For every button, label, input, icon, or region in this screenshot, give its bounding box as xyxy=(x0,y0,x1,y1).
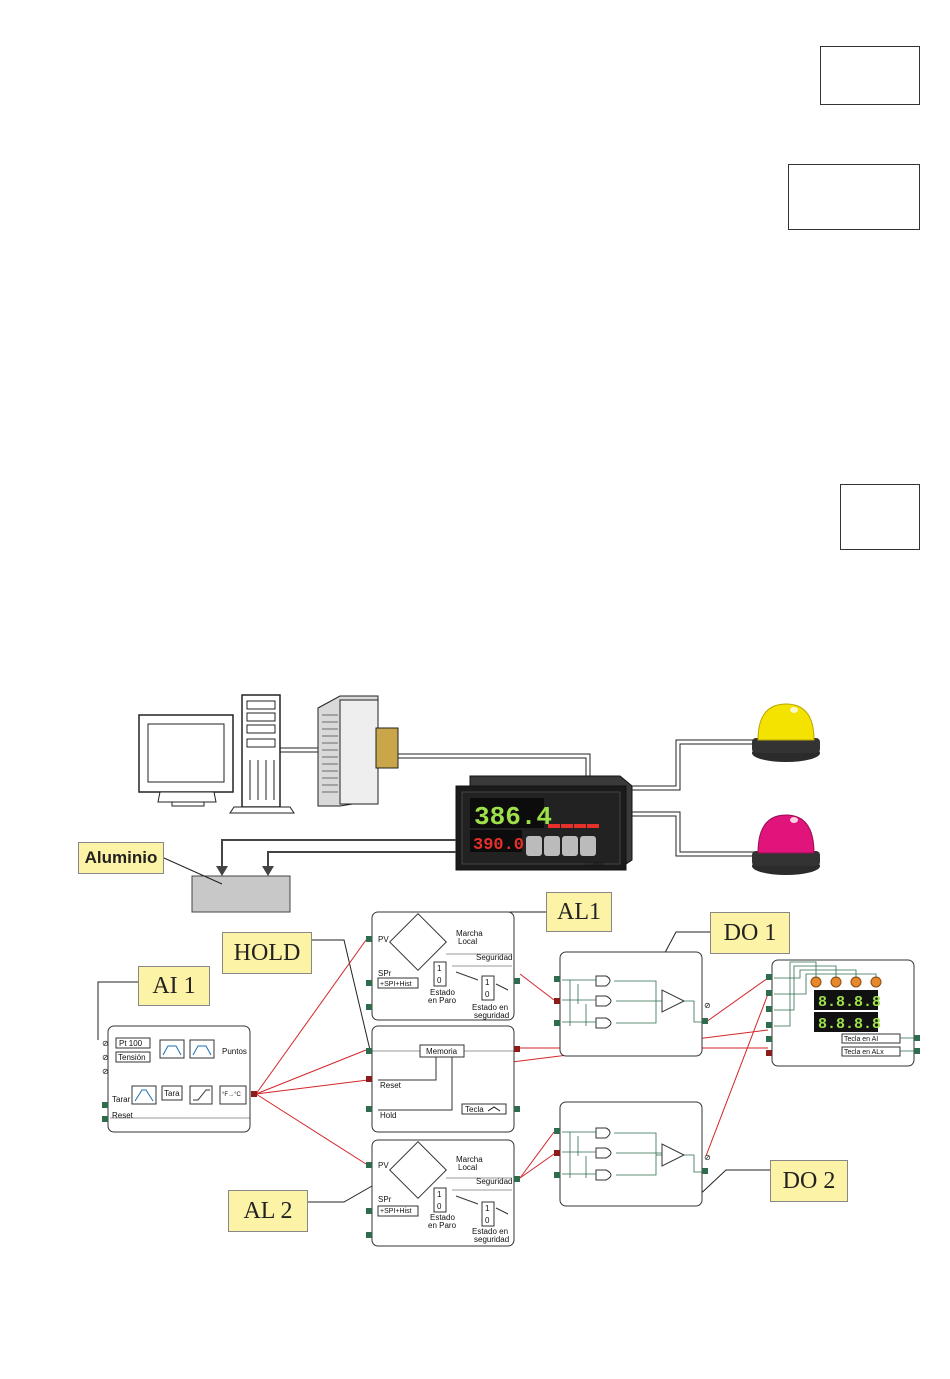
al1-estado2: Estado en xyxy=(472,1003,508,1012)
svg-text:⊘: ⊘ xyxy=(102,1067,109,1076)
aluminum-sample xyxy=(191,875,291,913)
ai-pt100: Pt 100 xyxy=(119,1039,143,1048)
meter-top-display: 386.4 xyxy=(474,802,552,832)
al2-pv: PV xyxy=(378,1161,389,1170)
al2-zero-a: 0 xyxy=(437,1202,442,1211)
hold-memoria: Memoria xyxy=(426,1047,458,1056)
do2-block: ⊘ xyxy=(554,1101,711,1207)
al2-label: AL 2 xyxy=(228,1190,308,1232)
display-block xyxy=(766,959,920,1067)
hold-reset: Reset xyxy=(380,1081,402,1090)
al2-estado2: Estado en xyxy=(472,1227,508,1236)
al1-block xyxy=(366,911,520,1021)
al2-spr-formula: +SPI+Hist xyxy=(380,1208,412,1215)
al1-estado: Estado xyxy=(430,988,455,997)
al1-spr-formula: +SPI+Hist xyxy=(380,981,412,988)
svg-text:⊘: ⊘ xyxy=(704,1153,711,1162)
al2-one-b: 1 xyxy=(485,1204,490,1213)
ai-puntos: Puntos xyxy=(222,1047,247,1056)
al1-seguridad2: seguridad xyxy=(474,1011,509,1020)
yellow-beacon-icon xyxy=(752,703,820,762)
al1-paro: en Paro xyxy=(428,996,457,1005)
al2-spr: SPr xyxy=(378,1195,392,1204)
ai-reset: Reset xyxy=(112,1111,134,1120)
al2-local: Local xyxy=(458,1163,477,1172)
al1-zero-b: 0 xyxy=(485,990,490,999)
al1-one-b: 1 xyxy=(485,978,490,987)
meter-bottom-display: 390.0 xyxy=(473,836,524,855)
meter-model: LD-8800 xyxy=(585,862,604,868)
al2-paro: en Paro xyxy=(428,1221,457,1230)
monitor-icon xyxy=(138,714,234,807)
do1-label: DO 1 xyxy=(710,912,790,954)
pc-tower-icon xyxy=(229,694,295,814)
ai-block: ⊘ ⊘ ⊘ xyxy=(102,1025,257,1133)
ai-tarar: Tarar xyxy=(112,1095,131,1104)
panel-meter xyxy=(455,775,633,871)
al1-label: AL1 xyxy=(546,892,612,932)
empty-box-1 xyxy=(820,46,920,105)
svg-text:⊘: ⊘ xyxy=(102,1039,109,1048)
al1-one-a: 1 xyxy=(437,964,442,973)
al2-seguridad2: seguridad xyxy=(474,1235,509,1244)
hold-tecla: Tecla xyxy=(465,1105,484,1114)
al2-estado: Estado xyxy=(430,1213,455,1222)
material-label: Aluminio xyxy=(78,842,164,874)
ai-tara: Tara xyxy=(164,1089,180,1098)
hold-block xyxy=(366,1025,520,1133)
do1-block: ⊘ xyxy=(554,951,711,1057)
display-tecla-ai: Tecla en AI xyxy=(844,1036,878,1043)
ai-units: °F→°C xyxy=(222,1092,241,1098)
display-tecla-alx: Tecla en ALx xyxy=(844,1049,884,1056)
al2-one-a: 1 xyxy=(437,1190,442,1199)
al2-block xyxy=(366,1139,520,1247)
magenta-beacon-icon xyxy=(752,814,820,875)
al2-marcha: Marcha xyxy=(456,1155,483,1164)
al1-seguridad: Seguridad xyxy=(476,953,512,962)
al1-marcha: Marcha xyxy=(456,929,483,938)
al2-zero-b: 0 xyxy=(485,1216,490,1225)
ai1-label: AI 1 xyxy=(138,966,210,1006)
hold-label: HOLD xyxy=(222,932,312,974)
hold-hold: Hold xyxy=(380,1111,396,1120)
al1-spr: SPr xyxy=(378,969,392,978)
svg-text:⊘: ⊘ xyxy=(704,1001,711,1010)
display-digits-bottom: 8.8.8.8 xyxy=(818,1016,881,1033)
al2-seguridad: Seguridad xyxy=(476,1177,512,1186)
display-digits-top: 8.8.8.8 xyxy=(818,994,881,1011)
al1-zero-a: 0 xyxy=(437,976,442,985)
svg-text:⊘: ⊘ xyxy=(102,1053,109,1062)
empty-box-3 xyxy=(840,484,920,550)
din-module-icon xyxy=(317,695,399,807)
al1-local: Local xyxy=(458,937,477,946)
al1-pv: PV xyxy=(378,935,389,944)
ai-tension: Tensión xyxy=(118,1053,146,1062)
empty-box-2 xyxy=(788,164,920,230)
do2-label: DO 2 xyxy=(770,1160,848,1202)
